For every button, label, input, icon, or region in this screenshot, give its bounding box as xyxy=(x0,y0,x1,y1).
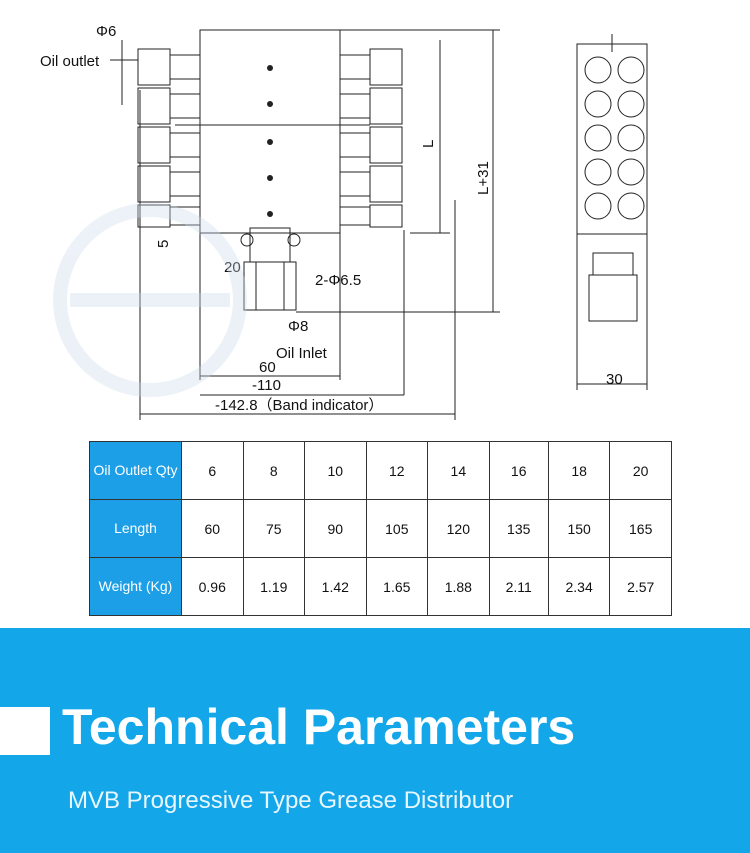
table-cell: 1.88 xyxy=(427,557,490,616)
table-cell: 1.42 xyxy=(304,557,367,616)
phi8-label: Φ8 xyxy=(288,318,308,335)
table-cell: 2.11 xyxy=(488,557,549,616)
left-outlet-fittings xyxy=(137,48,201,228)
spec-table: Oil Outlet Qty 6 8 10 12 14 16 18 20 Len… xyxy=(89,441,672,616)
table-cell: 16 xyxy=(488,441,549,500)
table-row-weight: Weight (Kg) 0.96 1.19 1.42 1.65 1.88 2.1… xyxy=(89,557,672,616)
banner-title: Technical Parameters xyxy=(62,699,576,755)
table-cell: 10 xyxy=(304,441,367,500)
phi6-label: Φ6 xyxy=(96,23,116,40)
table-cell: 120 xyxy=(427,499,490,558)
table-row-length: Length 60 75 90 105 120 135 150 165 xyxy=(89,499,672,558)
inlet-fitting xyxy=(240,227,301,311)
banner-accent-square xyxy=(0,707,50,755)
side-view xyxy=(576,34,648,390)
length-L31-label: L+31 xyxy=(475,161,492,195)
table-cell: 6 xyxy=(181,441,244,500)
table-cell: 18 xyxy=(547,441,611,500)
table-cell: 105 xyxy=(365,499,429,558)
table-cell: 75 xyxy=(242,499,306,558)
table-cell: 165 xyxy=(609,499,672,558)
table-cell: 135 xyxy=(488,499,549,558)
banner: Technical Parameters MVB Progressive Typ… xyxy=(0,628,750,853)
dim-110-label: -110 xyxy=(252,377,281,394)
banner-subtitle: MVB Progressive Type Grease Distributor xyxy=(68,787,514,814)
table-cell: 1.19 xyxy=(242,557,306,616)
table-cell: 150 xyxy=(547,499,611,558)
table-cell: 1.65 xyxy=(365,557,429,616)
dim-30-label: 30 xyxy=(606,371,623,388)
table-cell: 2.57 xyxy=(609,557,672,616)
dim-5-label: 5 xyxy=(155,240,172,248)
table-cell: 14 xyxy=(427,441,490,500)
mounting-holes-label: 2-Φ6.5 xyxy=(315,272,361,289)
technical-drawing: Φ6 Oil outlet L L+31 5 20 2-Φ6.5 Φ8 Oil … xyxy=(40,23,648,420)
table-cell: 60 xyxy=(181,499,244,558)
table-cell: 12 xyxy=(365,441,429,500)
header-qty: Oil Outlet Qty xyxy=(89,441,182,500)
header-length: Length xyxy=(89,499,182,558)
oil-inlet-label: Oil Inlet xyxy=(276,345,328,362)
table-row-qty: Oil Outlet Qty 6 8 10 12 14 16 18 20 xyxy=(89,441,672,500)
dim-1428-label: -142.8（Band indicator） xyxy=(215,397,383,414)
table-cell: 90 xyxy=(304,499,367,558)
header-weight: Weight (Kg) xyxy=(89,557,182,616)
right-outlet-fittings xyxy=(339,48,403,228)
length-L-label: L xyxy=(420,140,437,148)
dim-60-label: 60 xyxy=(259,359,276,376)
distributor-body xyxy=(199,29,341,234)
oil-outlet-label: Oil outlet xyxy=(40,53,100,70)
table-cell: 2.34 xyxy=(547,557,611,616)
table-cell: 8 xyxy=(242,441,306,500)
dim-20-label: 20 xyxy=(224,259,241,276)
table-cell: 20 xyxy=(609,441,672,500)
table-cell: 0.96 xyxy=(181,557,244,616)
